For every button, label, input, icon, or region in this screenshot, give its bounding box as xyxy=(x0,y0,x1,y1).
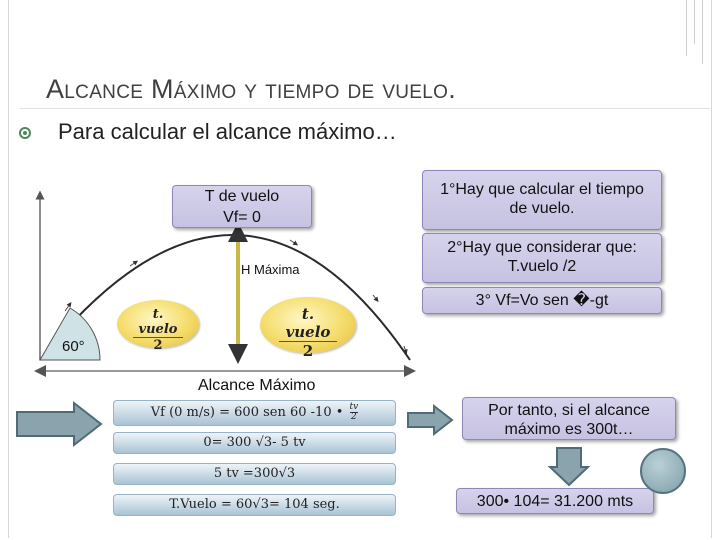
subtitle: Para calcular el alcance máximo… xyxy=(58,119,397,144)
velocity-arrow xyxy=(289,239,299,246)
velocity-arrow xyxy=(129,260,139,267)
bullet-icon xyxy=(19,127,31,139)
t-vuelo-den: 2 xyxy=(153,338,163,353)
half-time-ellipse-right: t. vuelo 2 xyxy=(260,297,356,360)
step-3-text: 3° Vf=Vo sen �-gt xyxy=(475,292,609,309)
h-max-label: H Máxima xyxy=(241,262,300,277)
half-time-ellipse-left: t. vuelo 2 xyxy=(117,300,199,353)
corner-decoration xyxy=(686,0,687,56)
decorative-circle xyxy=(640,448,686,494)
step-3-box: 3° Vf=Vo sen �-gt xyxy=(422,287,662,314)
step-2-text: 2°Hay que considerar que: T.vuelo /2 xyxy=(447,239,637,275)
equation-1-text: Vf (0 m/s) = 600 sen 60 -10 • xyxy=(150,405,344,420)
t-vuelo-num: t. vuelo xyxy=(279,305,337,342)
step-2-box: 2°Hay que considerar que: T.vuelo /2 xyxy=(422,233,662,283)
conclusion-box: Por tanto, si el alcance máximo es 300t… xyxy=(462,397,676,440)
corner-decoration xyxy=(694,0,695,44)
velocity-arrow xyxy=(372,294,379,302)
fraction-denominator: 2 xyxy=(351,412,357,422)
slide-title: Alcance Máximo y tiempo de vuelo. xyxy=(46,74,457,104)
equation-4: T.Vuelo = 60√3= 104 seg. xyxy=(113,494,396,516)
step-1-box: 1°Hay que calcular el tiempo de vuelo. xyxy=(422,170,662,230)
range-label: Alcance Máximo xyxy=(198,377,316,394)
t-vuelo-num: t. vuelo xyxy=(133,307,183,338)
conclusion-text: Por tanto, si el alcance máximo es 300t… xyxy=(488,402,650,438)
equation-1: Vf (0 m/s) = 600 sen 60 -10 • tv 2 xyxy=(113,400,396,426)
velocity-arrow xyxy=(402,345,408,355)
equation-2: 0= 300 √3- 5 tv xyxy=(113,432,396,454)
right-arrow xyxy=(16,400,103,448)
slide-frame xyxy=(8,0,712,538)
top-box-text: T de vuelo Vf= 0 xyxy=(204,188,280,226)
angle-arc xyxy=(39,307,101,361)
velocity-arrow xyxy=(64,301,72,312)
t-vuelo-den: 2 xyxy=(302,342,314,360)
result-box: 300• 104= 31.200 mts xyxy=(456,488,654,514)
result-text: 300• 104= 31.200 mts xyxy=(476,493,634,510)
equation-1-fraction: tv 2 xyxy=(349,402,359,422)
down-arrow xyxy=(547,447,591,487)
top-box: T de vuelo Vf= 0 xyxy=(172,185,312,228)
right-arrow xyxy=(407,403,454,437)
fraction-numerator: tv xyxy=(349,402,359,413)
title-divider xyxy=(20,108,710,109)
corner-decoration xyxy=(702,0,703,64)
angle-label: 60° xyxy=(62,338,85,355)
equation-3: 5 tv =300√3 xyxy=(113,463,396,485)
step-1-text: 1°Hay que calcular el tiempo de vuelo. xyxy=(440,181,644,217)
